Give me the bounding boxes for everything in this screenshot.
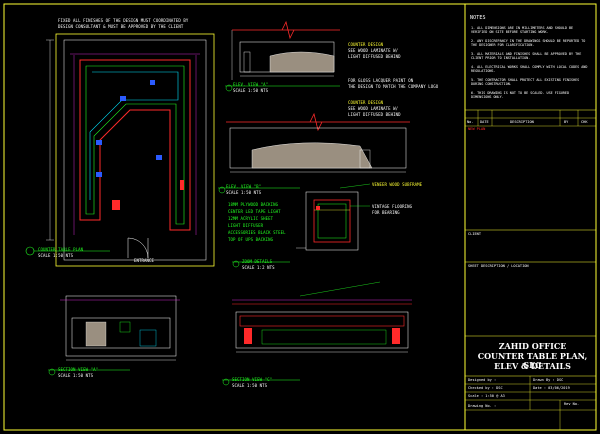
note-6: 6. THIS DRAWING IS NOT TO BE SCALED. USE… xyxy=(471,91,569,100)
detail-note-4: LIGHT DIFFUSER xyxy=(228,223,264,228)
revision-flag: NEW PLAN xyxy=(468,127,486,131)
elev-b-note-3: LIGHT DIFFUSED BEHIND xyxy=(348,112,401,117)
elev-a-note-3: LIGHT DIFFUSED BEHIND xyxy=(348,54,401,59)
project-label: SHEET DESCRIPTION / LOCATION xyxy=(468,264,529,268)
elev-b-note-2: SEE WOOD LAMINATE W/ xyxy=(348,106,399,111)
elev-b-scale: SCALE 1:50 NTS xyxy=(226,190,262,195)
elev-a-note-2: SEE WOOD LAMINATE W/ xyxy=(348,48,399,53)
drawing-date: Date : 03/06/2019 xyxy=(533,386,570,390)
designed-by: Designed by : xyxy=(468,378,497,382)
note-1: 1. ALL DIMENSIONS ARE IN MILLIMETERS AND… xyxy=(471,26,574,35)
drawing-scale: Scale : 1:50 @ A3 xyxy=(468,394,505,398)
section-a-label: SECTION VIEW "A" xyxy=(58,367,99,372)
note-3: 3. ALL MATERIALS AND FINISHES SHALL BE A… xyxy=(471,52,582,61)
drawing-title-line-3: ELEV & DETAILS xyxy=(494,361,571,371)
detail-note-1: 18MM PLYWOOD BACKING xyxy=(228,202,279,207)
elev-a-note-1: COUNTER DESIGN xyxy=(348,42,384,47)
date-column-header: DATE xyxy=(480,120,489,124)
section-view-a xyxy=(48,295,180,376)
zoom-detail xyxy=(232,183,371,268)
plan-scale: SCALE 1:50 NTS xyxy=(38,253,74,258)
rev-column-header: No. xyxy=(467,120,474,124)
elev-b-label: ELEV. VIEW "B" xyxy=(226,184,262,189)
elev-b-note-1: COUNTER DESIGN xyxy=(348,100,384,105)
note-5: 5. THE CONTRACTOR SHALL PROTECT ALL EXIS… xyxy=(471,78,580,87)
plan-top-note-2: DESIGN CONSULTANT & MUST BE APPROVED BY … xyxy=(58,24,184,29)
detail-note-6: TOP OF UPS BACKING xyxy=(228,237,274,242)
revision-number: Rev No. xyxy=(564,402,580,406)
note-2: 2. ANY DISCREPANCY IN THE DRAWINGS SHOUL… xyxy=(471,39,586,48)
elev-b-gloss-1: FOR GLOSS LACQUER PAINT ON xyxy=(348,78,414,83)
section-view-c xyxy=(222,281,412,386)
detail-note-3: 12MM ACRYLIC SHEET xyxy=(228,216,274,221)
section-c-label: SECTION VIEW "C" xyxy=(232,377,273,382)
detail-note-2: CENTER LED TAPE LIGHT xyxy=(228,209,281,214)
drawing-number: Drawing No. : xyxy=(468,404,497,408)
zoom-detail-scale: SCALE 1:2 NTS xyxy=(242,265,275,270)
elevation-view-b xyxy=(218,112,410,194)
by-column-header: BY xyxy=(564,120,569,124)
zoom-detail-label: ZOOM DETAILS xyxy=(242,259,273,264)
elev-a-label: ELEV. VIEW "A" xyxy=(233,82,269,87)
title-block-grid xyxy=(465,109,596,430)
elev-a-scale: SCALE 1:50 NTS xyxy=(233,88,269,93)
counter-table-plan xyxy=(25,33,215,267)
drawing-title-line-2: COUNTER TABLE PLAN, SEC xyxy=(477,351,588,370)
detail-note-5: ACCESSORIES BLACK STEEL xyxy=(228,230,286,235)
detail-flooring-1: VINTAGE FLOORING xyxy=(372,204,413,209)
section-c-scale: SCALE 1:50 NTS xyxy=(232,383,268,388)
client-label: CLIENT xyxy=(468,232,481,236)
sheet-border xyxy=(3,3,597,431)
drawing-title-line-1: ZAHID OFFICE xyxy=(498,341,567,351)
elevation-view-a xyxy=(225,20,340,92)
section-a-scale: SCALE 1:50 NTS xyxy=(58,373,94,378)
plan-label: COUNTER TABLE PLAN xyxy=(38,247,84,252)
note-4: 4. ALL ELECTRICAL WORKS SHALL COMPLY WIT… xyxy=(471,65,588,74)
detail-wood-veneer: VENEER WOOD SUBFRAME xyxy=(372,182,423,187)
description-column-header: DESCRIPTION xyxy=(510,120,534,124)
notes-heading: NOTES xyxy=(470,15,486,21)
plan-top-note-1: FIXED ALL FINISHES OF THE DESIGN MUST CO… xyxy=(58,18,189,23)
entrance-label: ENTRANCE xyxy=(134,258,155,263)
chk-column-header: CHK xyxy=(581,120,588,124)
drawn-by: Drawn By : DSC xyxy=(533,378,564,382)
checked-by: Checked by : DSC xyxy=(468,386,503,390)
detail-flooring-2: FOR BEARING xyxy=(372,210,400,215)
elev-b-gloss-2: THE DESIGN TO MATCH THE COMPANY LOGO xyxy=(348,84,439,89)
